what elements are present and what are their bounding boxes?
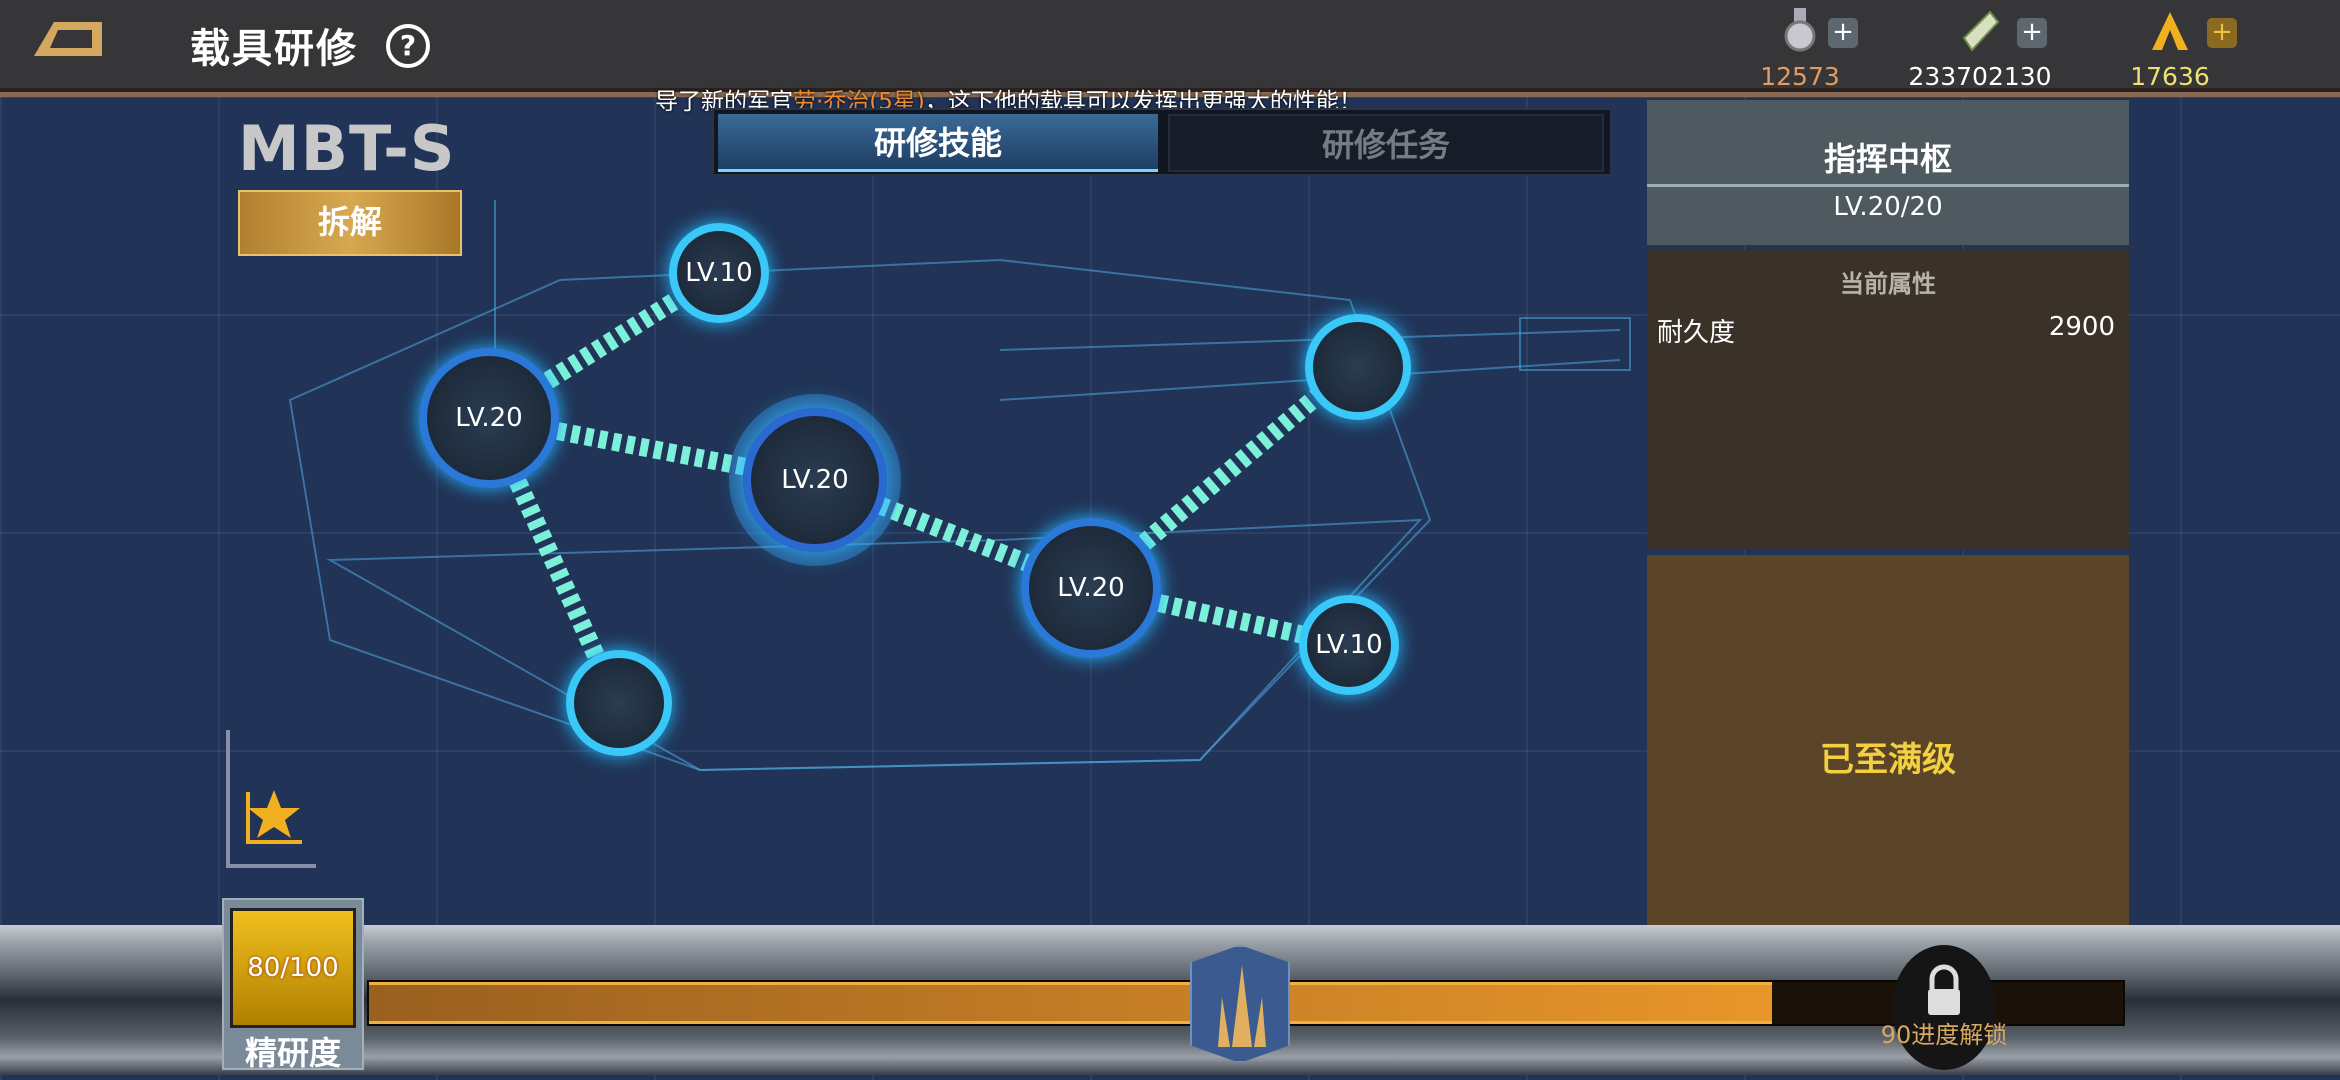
- attr-value: 2900: [2048, 312, 2115, 342]
- skill-links: [480, 265, 1361, 704]
- cash-value: 233702130: [1908, 62, 2052, 91]
- cash-icon: [1962, 10, 2000, 52]
- gold-value: 17636: [2130, 62, 2210, 91]
- milestone-emblem-icon[interactable]: [1190, 945, 1290, 1063]
- currency-gold: + 17636: [2125, 8, 2237, 91]
- skill-detail-panel: 指挥中枢 LV.20/20 当前属性 耐久度 2900 已至满级: [1647, 100, 2129, 1020]
- skill-node-empty[interactable]: [1305, 314, 1411, 420]
- add-medal-button[interactable]: +: [1828, 18, 1858, 48]
- skill-name: 指挥中枢: [1823, 140, 1952, 178]
- skill-node-selected[interactable]: LV.20: [743, 408, 887, 552]
- link: [480, 414, 625, 704]
- skill-node-empty[interactable]: [566, 650, 672, 756]
- vehicle-name: MBT-S: [238, 112, 456, 185]
- add-cash-button[interactable]: +: [2017, 18, 2047, 48]
- tab-skills[interactable]: 研修技能: [718, 114, 1158, 172]
- back-icon[interactable]: [14, 16, 106, 62]
- locked-milestone[interactable]: 90进度解锁: [1881, 945, 2007, 1070]
- skill-node[interactable]: LV.10: [669, 223, 769, 323]
- mastery-label: 精研度: [244, 1034, 341, 1072]
- page-title: 载具研修: [190, 26, 358, 72]
- dismantle-button[interactable]: 拆解: [238, 190, 462, 256]
- tab-bar: 研修技能 研修任务: [712, 108, 1612, 176]
- medal-icon: [1784, 8, 1816, 52]
- star-icon[interactable]: [226, 730, 316, 868]
- attr-header: 当前属性: [1840, 270, 1936, 298]
- attr-name: 耐久度: [1657, 318, 1736, 348]
- skill-node[interactable]: LV.10: [1299, 595, 1399, 695]
- skill-node[interactable]: LV.20: [1021, 518, 1161, 658]
- currency-cash: + 233702130: [1905, 8, 2055, 91]
- lock-text: 90进度解锁: [1880, 1021, 2008, 1049]
- medal-value: 12573: [1760, 62, 1840, 91]
- mastery-badge: 80/100 精研度: [222, 898, 364, 1072]
- mastery-score: 80/100: [230, 908, 356, 1028]
- gold-icon: [2152, 12, 2188, 50]
- skill-level: LV.20/20: [1833, 192, 1943, 222]
- skill-node[interactable]: LV.20: [419, 348, 559, 488]
- help-icon[interactable]: ?: [386, 24, 430, 68]
- max-level-status: 已至满级: [1820, 740, 1956, 780]
- tab-tasks[interactable]: 研修任务: [1168, 114, 1604, 172]
- currency-medal: + 12573: [1760, 8, 1858, 91]
- add-gold-button[interactable]: +: [2207, 18, 2237, 48]
- lock-icon: [1928, 964, 1960, 1015]
- progress-fill: [369, 982, 1773, 1024]
- divider: [0, 92, 2340, 97]
- top-bar: 载具研修 ? + 12573 + 233702130 + 17636: [0, 0, 2340, 92]
